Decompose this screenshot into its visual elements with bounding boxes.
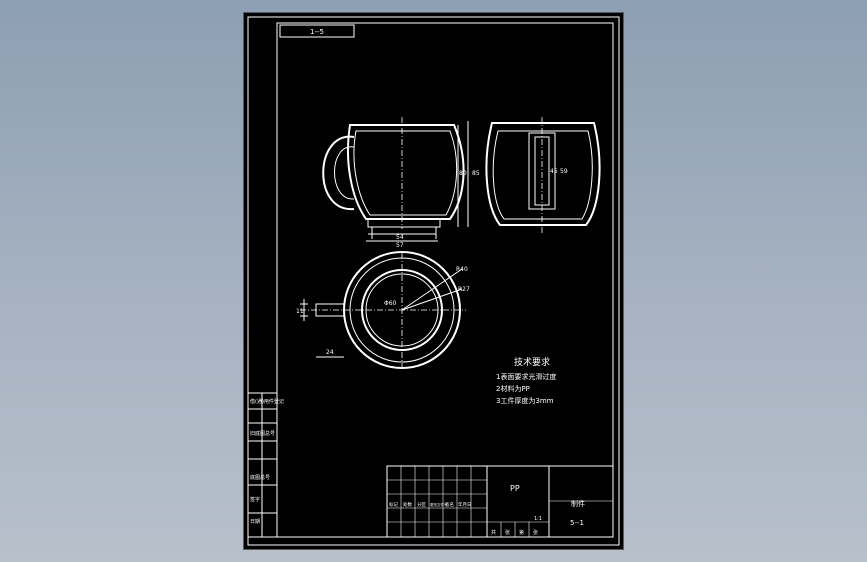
strip-label-0: 借(通)用件登记	[250, 398, 284, 405]
tb-bottom-0: 共	[491, 529, 496, 536]
tech-requirements: 技术要求 1表面要求光滑过度 2材料为PP 3工件厚度为3mm	[496, 356, 556, 405]
dim-80: 80	[459, 170, 467, 177]
tb-scale: 1:1	[534, 516, 542, 522]
scale-label: 1--5	[310, 28, 324, 36]
tb-bottom-3: 张	[533, 529, 538, 536]
side-view: 45 59	[485, 117, 601, 233]
tb-bottom-1: 张	[505, 529, 510, 536]
strip-label-3: 签字	[250, 496, 260, 503]
tech-item-1: 1表面要求光滑过度	[496, 372, 556, 381]
tb-part-code: 5--1	[570, 519, 584, 527]
cad-drawing: 1--5 借(通)用件登记 旧底图总号 底图总号 签字 日期 54 5	[247, 16, 620, 546]
tb-label-5: 年月日	[458, 501, 472, 508]
title-block: 标记 处数 分区 更改文件号 签名 年月日 PP 制件 5--1 1:1 共 张…	[386, 465, 614, 538]
tech-item-3: 3工件厚度为3mm	[496, 396, 554, 405]
left-strip: 借(通)用件登记 旧底图总号 底图总号 签字 日期	[247, 392, 284, 538]
dim-59: 59	[560, 168, 568, 175]
dim-45: 45	[550, 168, 558, 175]
strip-label-4: 日期	[250, 519, 260, 525]
dim-11: 11	[296, 308, 304, 315]
tech-item-2: 2材料为PP	[496, 384, 530, 393]
dim-r27: R27	[458, 286, 470, 293]
dim-57: 57	[396, 242, 404, 249]
dim-54: 54	[396, 234, 404, 241]
tb-part-name: 制件	[571, 499, 585, 508]
dim-r40: R40	[456, 266, 468, 273]
tb-label-0: 标记	[389, 501, 398, 508]
outer-frame	[247, 16, 620, 546]
tb-label-1: 处数	[403, 501, 412, 508]
tb-bottom-2: 第	[519, 529, 524, 536]
tb-label-4: 签名	[445, 501, 454, 508]
tb-material: PP	[510, 484, 520, 493]
front-view: 54 57 80 85	[322, 117, 480, 249]
strip-label-2: 底图总号	[250, 474, 270, 481]
strip-label-1: 旧底图总号	[250, 430, 275, 437]
tb-label-2: 分区	[417, 501, 426, 508]
dim-phi60: Φ60	[384, 300, 397, 307]
top-view: R40 R27 Φ60 11 24	[296, 251, 470, 371]
dim-85: 85	[472, 170, 480, 177]
tb-label-3: 更改文件号	[430, 502, 448, 507]
tech-title: 技术要求	[514, 356, 550, 368]
scale-label-box	[279, 24, 355, 38]
drawing-sheet: 1--5 借(通)用件登记 旧底图总号 底图总号 签字 日期 54 5	[243, 12, 624, 550]
dim-24: 24	[326, 349, 334, 356]
